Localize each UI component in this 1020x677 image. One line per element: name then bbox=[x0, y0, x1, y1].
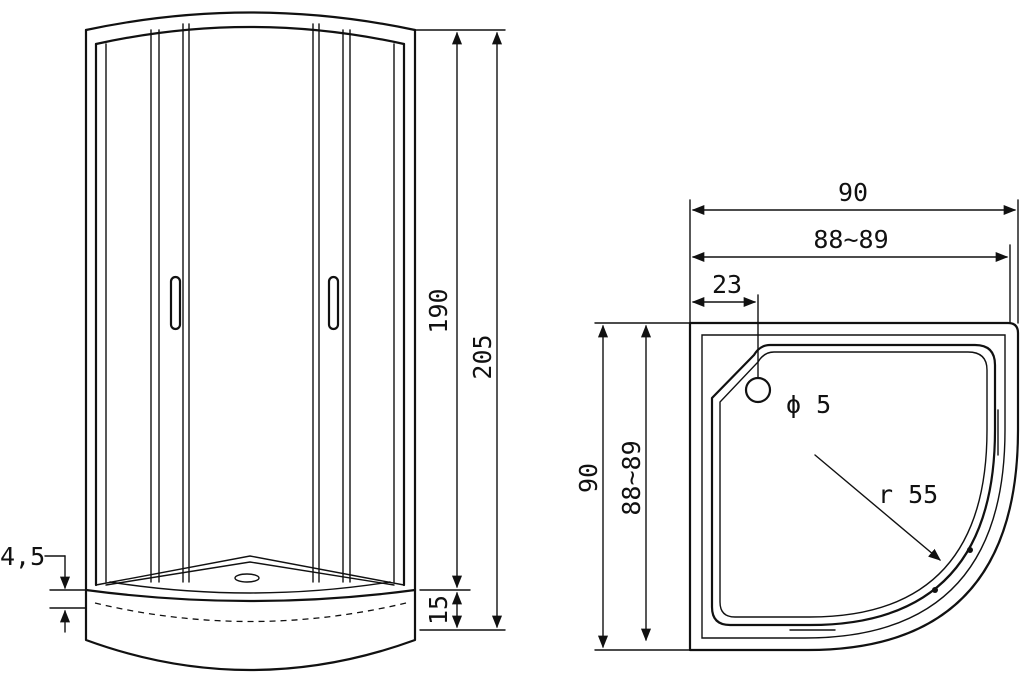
handle-right bbox=[327, 275, 340, 331]
depth-90-label: 90 bbox=[574, 463, 603, 493]
door-handles bbox=[169, 275, 340, 331]
front-view: 190 205 15 4,5 bbox=[0, 11, 506, 672]
radius-label: r 55 bbox=[878, 480, 938, 509]
handle-left bbox=[169, 275, 182, 331]
drain-offset-23-label: 23 bbox=[712, 270, 742, 299]
width-90-label: 90 bbox=[838, 178, 868, 207]
enclosure-frame bbox=[84, 11, 417, 592]
width-88-89-label: 88~89 bbox=[813, 225, 888, 254]
tray-drain bbox=[234, 573, 260, 583]
height-190-label: 190 bbox=[424, 288, 453, 333]
door-panels bbox=[105, 23, 395, 583]
height-205-label: 205 bbox=[468, 334, 497, 379]
tray-offset-label: 4,5 bbox=[0, 542, 45, 571]
drain-hole bbox=[744, 376, 772, 404]
plan-view: 90 88~89 23 ϕ 5 r 55 90 88~89 bbox=[574, 178, 1020, 652]
tray-height-15-label: 15 bbox=[424, 595, 453, 625]
tray-outline bbox=[688, 321, 1020, 652]
tray-basin bbox=[710, 343, 999, 631]
drain-diameter-label: ϕ 5 bbox=[786, 390, 831, 419]
depth-88-89-label: 88~89 bbox=[617, 440, 646, 515]
plan-dimensions bbox=[594, 199, 1019, 651]
shower-tray bbox=[84, 555, 417, 672]
front-dimensions bbox=[44, 29, 506, 633]
